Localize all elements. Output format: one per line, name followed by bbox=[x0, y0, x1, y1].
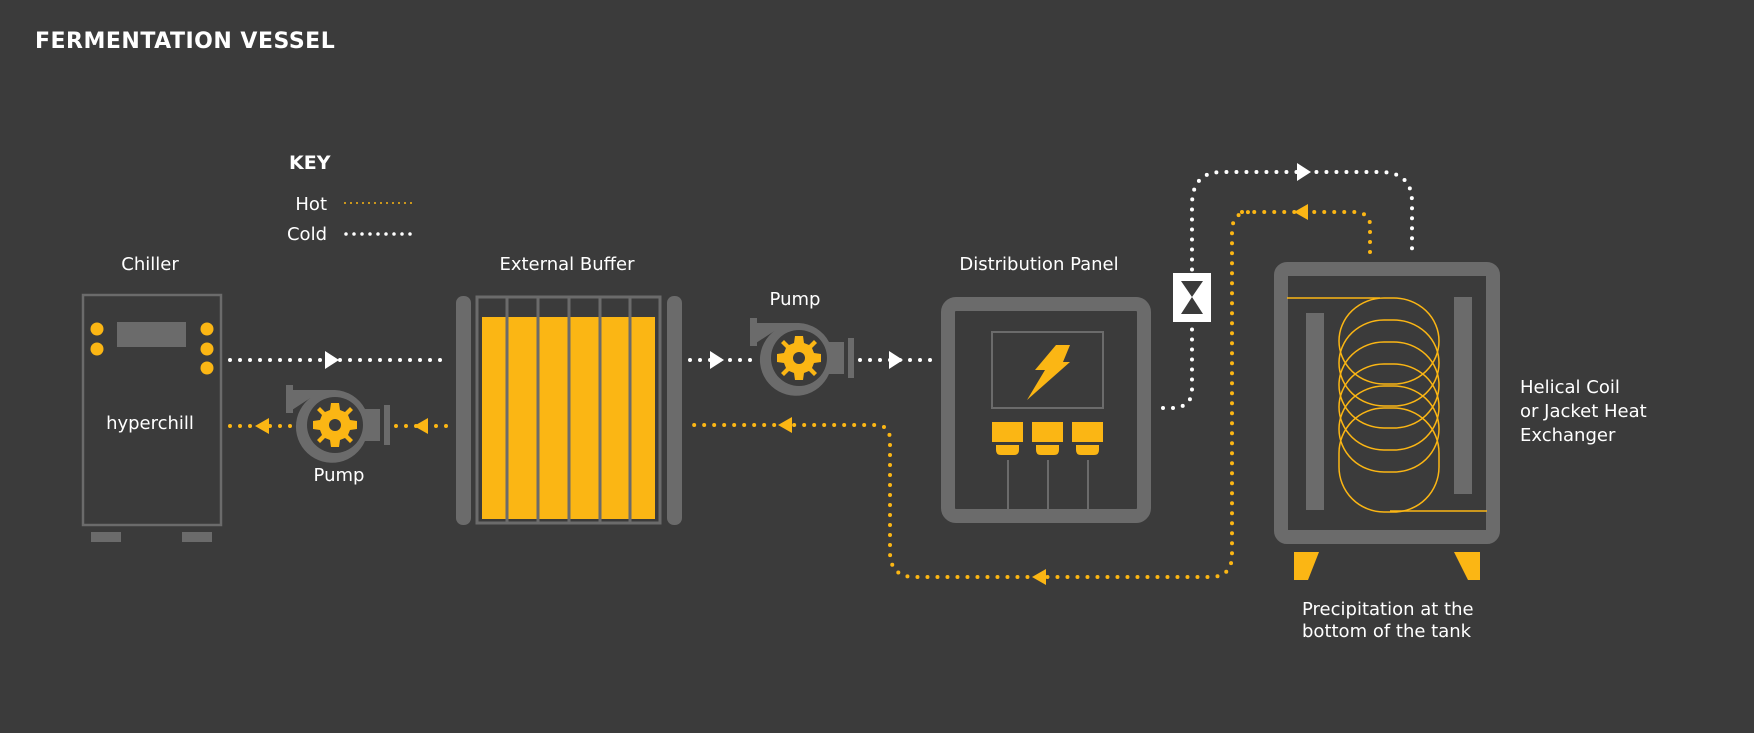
flow-arrow-left-icon bbox=[255, 418, 269, 434]
flow-arrow-left-icon bbox=[1032, 569, 1046, 585]
cold-supply-line bbox=[1161, 170, 1414, 410]
buffer-side-panel bbox=[456, 296, 471, 525]
gear-pump-icon bbox=[313, 403, 357, 447]
flow-arrow-left-icon bbox=[778, 417, 792, 433]
heat-exchanger-label: Helical Coil or Jacket Heat Exchanger bbox=[1520, 377, 1647, 446]
pump-2: Pump bbox=[750, 289, 854, 396]
legend-label-cold: Cold bbox=[287, 224, 327, 245]
tank-leg bbox=[1454, 552, 1480, 580]
chiller-indicator-light bbox=[200, 342, 214, 356]
pump-inlet-flange bbox=[384, 405, 390, 445]
heat-exchanger-label-line: Helical Coil bbox=[1520, 377, 1620, 398]
tank-frame bbox=[1274, 262, 1500, 544]
helical-coil-icon bbox=[1287, 297, 1487, 513]
precipitation-label-line: bottom of the tank bbox=[1302, 621, 1472, 642]
panel-breakers bbox=[992, 422, 1103, 510]
legend-heading: KEY bbox=[289, 152, 331, 174]
gear-pump-icon bbox=[777, 336, 821, 380]
legend-label-hot: Hot bbox=[295, 194, 327, 215]
valve bbox=[1173, 273, 1211, 322]
page-title: FERMENTATION VESSEL bbox=[35, 29, 335, 54]
flow-arrow-left-icon bbox=[414, 418, 428, 434]
flow-arrow-right-icon bbox=[710, 351, 724, 369]
hourglass-valve-icon bbox=[1181, 281, 1203, 314]
chiller: Chiller hyperchill bbox=[81, 254, 223, 542]
hot-flow-line bbox=[1243, 210, 1372, 254]
panel-frame bbox=[941, 297, 1151, 523]
chiller-label: Chiller bbox=[121, 254, 179, 275]
buffer-side-panel bbox=[667, 296, 682, 525]
chiller-foot bbox=[91, 532, 121, 542]
precipitation-label-line: Precipitation at the bbox=[1302, 599, 1474, 620]
heat-exchanger-label-line: or Jacket Heat bbox=[1520, 401, 1647, 422]
pump-outlet-flange bbox=[750, 318, 757, 346]
chiller-indicator-light bbox=[90, 322, 104, 336]
external-buffer-label: External Buffer bbox=[499, 254, 635, 275]
chiller-brand: hyperchill bbox=[106, 413, 194, 434]
panel-screen bbox=[991, 331, 1104, 409]
tank-baffle bbox=[1306, 313, 1324, 510]
lightning-bolt-icon bbox=[1027, 345, 1070, 400]
distribution-panel-label: Distribution Panel bbox=[959, 254, 1118, 275]
flow-arrow-right-icon bbox=[1297, 163, 1311, 181]
pump-inlet-flange bbox=[848, 338, 854, 378]
chiller-indicator-light bbox=[200, 322, 214, 336]
distribution-panel: Distribution Panel bbox=[941, 254, 1151, 523]
legend: KEY Hot Cold bbox=[287, 152, 414, 245]
precipitation-label: Precipitation at the bottom of the tank bbox=[1302, 599, 1474, 642]
chiller-indicator-light bbox=[90, 342, 104, 356]
pump-outlet-flange bbox=[286, 385, 293, 413]
flow-arrow-right-icon bbox=[889, 351, 903, 369]
external-buffer: External Buffer bbox=[456, 254, 682, 525]
chiller-foot bbox=[182, 532, 212, 542]
pump-2-label: Pump bbox=[770, 289, 821, 310]
tank-leg bbox=[1294, 552, 1319, 580]
heat-exchanger-tank bbox=[1274, 262, 1500, 580]
pump-1: Pump bbox=[286, 385, 390, 486]
flow-arrow-right-icon bbox=[325, 351, 339, 369]
tank-baffle bbox=[1454, 297, 1472, 494]
heat-exchanger-label-line: Exchanger bbox=[1520, 425, 1616, 446]
chiller-body bbox=[81, 293, 223, 527]
pump-1-label: Pump bbox=[314, 465, 365, 486]
chiller-display bbox=[117, 322, 186, 347]
flow-arrow-left-icon bbox=[1294, 204, 1308, 220]
chiller-indicator-light bbox=[200, 361, 214, 375]
